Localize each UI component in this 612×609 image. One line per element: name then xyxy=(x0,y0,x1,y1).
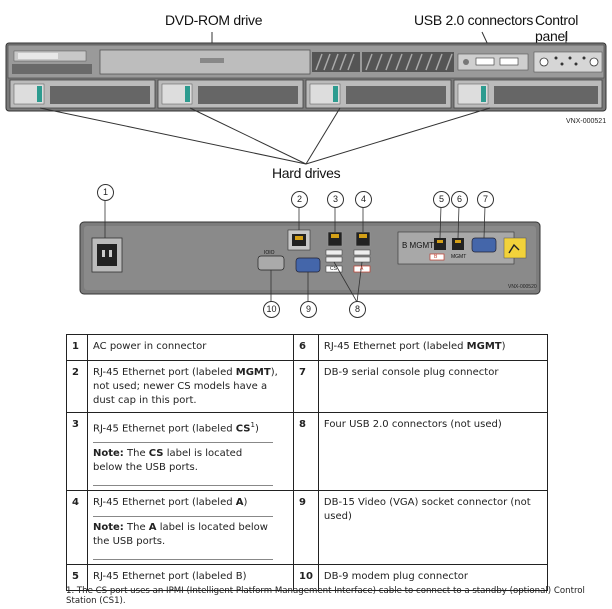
a-tag: A xyxy=(360,266,364,272)
table-row: 1 AC power in connector 6 RJ-45 Ethernet… xyxy=(66,334,549,361)
front-figure-id: VNX-000521 xyxy=(566,118,607,125)
table-row: 4 RJ-45 Ethernet port (labeled A) Note: … xyxy=(66,490,549,566)
rear-usb-ports xyxy=(325,249,371,273)
table-row: 2 RJ-45 Ethernet port (labeled MGMT), no… xyxy=(66,360,549,413)
usb-connectors-label: USB 2.0 connectors xyxy=(414,12,534,28)
rear-mgmt-panel xyxy=(397,231,515,265)
item-description: DB-9 modem plug connector xyxy=(317,564,549,592)
table-row: 3 RJ-45 Ethernet port (labeled CS1) Note… xyxy=(66,411,549,492)
front-chassis xyxy=(5,42,607,112)
item-description: RJ-45 Ethernet port (labeled B) xyxy=(87,564,294,592)
item-description: AC power in connector xyxy=(87,334,294,361)
rear-vga-port xyxy=(295,257,321,273)
callout-8: 8 xyxy=(349,301,366,318)
item-description: RJ-45 Ethernet port (labeled CS1) Note: … xyxy=(87,411,294,492)
dvd-rom-drive xyxy=(99,49,311,75)
item-number: 10 xyxy=(293,564,319,592)
item-number: 2 xyxy=(66,360,88,413)
callout-9: 9 xyxy=(300,301,317,318)
item-number: 7 xyxy=(293,360,319,413)
item-description: DB-9 serial console plug connector xyxy=(317,360,549,413)
mgmt-small-label: MGMT xyxy=(451,254,467,260)
rear-chassis xyxy=(79,221,541,295)
item-number: 4 xyxy=(66,490,88,566)
control-panel-label: Control panel xyxy=(535,12,579,44)
note: Note: The CS label is located below the … xyxy=(93,442,273,487)
callout-10: 10 xyxy=(263,301,280,318)
ioio-label: IOIO xyxy=(264,250,275,256)
item-number: 6 xyxy=(293,334,319,361)
ac-power-connector xyxy=(91,237,123,273)
callout-7: 7 xyxy=(477,191,494,208)
b-mgmt-label: B MGMT xyxy=(402,241,434,250)
callout-1: 1 xyxy=(97,184,114,201)
hard-drive-bays xyxy=(9,79,603,109)
item-number: 3 xyxy=(66,411,88,492)
hard-drives-label: Hard drives xyxy=(272,165,341,181)
callout-2: 2 xyxy=(291,191,308,208)
front-vent xyxy=(312,52,454,72)
port-legend-table: 1 AC power in connector 6 RJ-45 Ethernet… xyxy=(66,334,549,592)
callout-3: 3 xyxy=(327,191,344,208)
server-diagram xyxy=(5,31,607,303)
rear-figure-id: VNX-000520 xyxy=(508,284,537,290)
rear-modem-port xyxy=(257,255,285,271)
item-description: DB-15 Video (VGA) socket connector (not … xyxy=(317,490,549,566)
dvd-rom-label: DVD-ROM drive xyxy=(165,12,263,28)
front-usb-ports xyxy=(457,53,529,71)
table-row: 5 RJ-45 Ethernet port (labeled B) 10 DB-… xyxy=(66,564,549,592)
callout-5: 5 xyxy=(433,191,450,208)
callout-6: 6 xyxy=(451,191,468,208)
item-number: 8 xyxy=(293,411,319,492)
rear-ethernet-cs-a xyxy=(327,231,371,247)
note: Note: The A label is located below the U… xyxy=(93,516,273,561)
front-control-panel xyxy=(533,51,603,73)
item-description: Four USB 2.0 connectors (not used) xyxy=(317,411,549,492)
b-tag: B xyxy=(434,254,438,260)
item-description: RJ-45 Ethernet port (labeled MGMT), not … xyxy=(87,360,294,413)
item-description: RJ-45 Ethernet port (labeled A) Note: Th… xyxy=(87,490,294,566)
item-number: 1 xyxy=(66,334,88,361)
callout-4: 4 xyxy=(355,191,372,208)
item-number: 9 xyxy=(293,490,319,566)
item-description: RJ-45 Ethernet port (labeled MGMT) xyxy=(317,334,549,361)
warning-label xyxy=(503,237,527,259)
rear-mgmt-port xyxy=(287,229,311,251)
cs-tag: CS xyxy=(330,266,337,272)
footnote: 1. The CS port uses an IPMI (Intelligent… xyxy=(66,586,585,606)
